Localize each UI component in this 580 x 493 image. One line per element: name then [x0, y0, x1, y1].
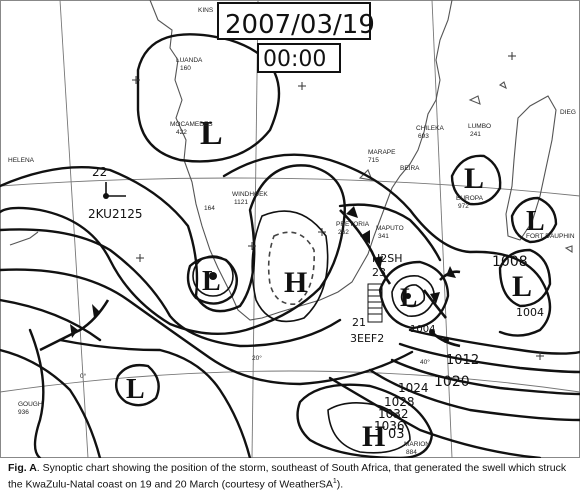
station-name: DIEG [560, 109, 576, 116]
station-name: MARION [404, 441, 430, 448]
isobar-label: 1004 [410, 324, 435, 335]
isobar-label: 1032 [378, 407, 409, 421]
station-name: CHILEKA [416, 125, 444, 132]
station-labels: KINS LUANDA 160 MOCAMEDES 422 HELENA WIN… [8, 7, 576, 456]
lon-label: 0° [80, 372, 87, 380]
lat-label: 40° [420, 358, 430, 366]
caption-text: . Synoptic chart showing the position of… [8, 462, 567, 491]
station-name: BEIRA [400, 165, 420, 172]
fronts [39, 206, 461, 352]
ship-callsign: H2SH [372, 252, 403, 265]
graticule-labels: 20° 40° 0° [80, 354, 430, 380]
station-name: PRETORIA [336, 221, 370, 228]
lat-label: 20° [252, 354, 262, 362]
station-name: FORT DAUPHIN [526, 233, 575, 240]
ship-annotations: 22 2KU2125 H2SH 23 21 3EEF2 [88, 165, 403, 345]
station-value: 693 [418, 133, 429, 140]
low-centre: L [126, 374, 145, 405]
low-ring [192, 255, 234, 297]
ship-value: 23 [372, 266, 386, 279]
station-name: MAPUTO [376, 225, 404, 232]
station-name: LUANDA [176, 57, 203, 64]
high-centre: H [362, 420, 385, 453]
isobar-label: 1004 [516, 306, 544, 319]
isobar-labels: 1008 1004 1012 1020 1024 1028 1032 1036 … [374, 254, 544, 433]
chart-time: 00:00 [263, 47, 326, 72]
low-centre: L [526, 206, 545, 237]
low-centre: L [202, 266, 221, 297]
station-value: 160 [180, 65, 191, 72]
caption-sup: 1 [332, 478, 337, 485]
isobars [0, 33, 580, 458]
isobar-label: 1012 [446, 353, 479, 368]
station-value: 715 [368, 157, 379, 164]
isobar-label: 1028 [384, 395, 415, 409]
ship-value: 21 [352, 316, 366, 329]
station-name: WINDHOEK [232, 191, 268, 198]
station-value: 164 [204, 205, 215, 212]
chart-date: 2007/03/19 [225, 10, 375, 40]
ship-callsign: 3EEF2 [350, 332, 384, 345]
station-value: 422 [176, 129, 187, 136]
grid-markers [132, 52, 544, 360]
date-time-stamp: 2007/03/19 00:00 [217, 2, 375, 73]
synoptic-chart: L L H L L L L L H 03 1008 1004 1012 1020… [0, 0, 580, 458]
pressure-centres: L L H L L L L L H 03 [126, 115, 545, 453]
caption-end: ). [336, 478, 344, 491]
station-value: 936 [18, 409, 29, 416]
station-name: MARAPE [368, 149, 396, 156]
ship-callsign: 2KU2125 [88, 207, 143, 221]
low-centre: L [200, 115, 223, 152]
isobar-label: 1036 [374, 419, 405, 433]
station-value: 1121 [234, 199, 248, 206]
station-value: 972 [458, 203, 469, 210]
station-value: 262 [338, 229, 349, 236]
high-suffix: 03 [388, 427, 405, 442]
station-name: KINS [198, 7, 214, 14]
high-centre: H [284, 266, 307, 299]
caption-fig-label: Fig. A [8, 462, 37, 474]
chart-frame [0, 0, 580, 458]
ship-value: 22 [92, 165, 107, 179]
station-name: LUMBO [468, 123, 491, 130]
isobar-label: 1020 [434, 374, 470, 390]
station-name: GOUGH [18, 401, 43, 408]
graticule [0, 0, 580, 458]
station-name: HELENA [8, 157, 35, 164]
station-name: MOCAMEDES [170, 121, 213, 128]
station-value: 241 [470, 131, 481, 138]
isobar-label: 1024 [398, 381, 429, 395]
isobar-label: 1008 [492, 254, 528, 270]
low-centre: L [464, 162, 484, 195]
low-centre: L [512, 270, 532, 303]
station-value: 884 [406, 449, 417, 456]
figure-caption: Fig. A. Synoptic chart showing the posit… [8, 461, 574, 492]
station-name: EUROPA [456, 195, 484, 202]
station-value: 341 [378, 233, 389, 240]
